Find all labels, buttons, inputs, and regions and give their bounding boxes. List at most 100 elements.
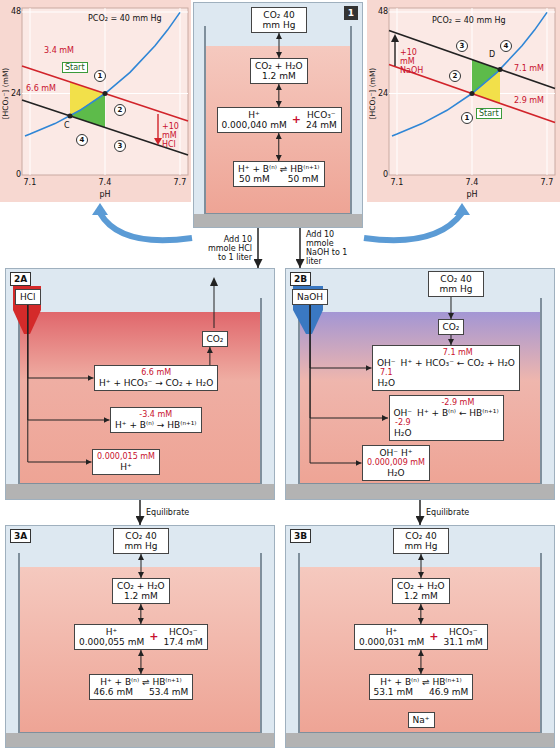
beaker-part xyxy=(285,733,555,748)
connector-arrow xyxy=(278,133,279,161)
box-text: 50 mM xyxy=(287,174,320,184)
box-text: H⁺ + B⁽ⁿ⁾ → HB⁽ⁿ⁺¹⁾ xyxy=(115,420,197,430)
graph-label: 24 xyxy=(11,89,21,98)
graph-left-part-part xyxy=(115,141,126,152)
reaction-box: H⁺0.000,040 mM+HCO₃⁻24 mM xyxy=(217,107,342,133)
box-text: 1.2 mM xyxy=(117,591,165,601)
graph-right-part xyxy=(470,91,475,96)
beaker-panel: 1CO₂ 40 mm HgCO₂ + H₂O1.2 mMH⁺0.000,040 … xyxy=(193,2,363,228)
box-text: CO₂ xyxy=(207,334,224,344)
graph-label: PCO₂ = 40 mm Hg xyxy=(432,16,506,25)
plus-sign: + xyxy=(292,115,301,125)
box-text: H⁺ + B⁽ⁿ⁾ ← HB⁽ⁿ⁺¹⁾ xyxy=(417,408,499,418)
reaction-box: CO₂ 40 mm Hg xyxy=(113,528,169,554)
reaction-box: H⁺0.000,031 mM+HCO₃⁻31.1 mM xyxy=(354,624,488,650)
graph-label: 24 xyxy=(378,89,388,98)
beaker xyxy=(285,525,555,748)
callout-number: 4 xyxy=(80,136,85,145)
reaction-box: 7.1 mMOH⁻H⁺ + HCO₃⁻ ← CO₂ + H₂O7.1H₂O xyxy=(372,345,520,391)
beaker-part xyxy=(19,553,261,733)
graph-left-part xyxy=(103,91,108,96)
graph-label: [HCO₃⁻] (mM) xyxy=(1,67,10,119)
box-text: 0.000,031 mM xyxy=(359,637,424,647)
box-text: 53.4 mM xyxy=(149,687,188,697)
callout-number: 3 xyxy=(118,142,123,151)
edge-label: Add 10 mmole NaOH to 1 liter xyxy=(306,230,358,266)
box-text: H⁺ + HCO₃⁻ ← CO₂ + H₂O xyxy=(401,358,515,368)
connector-arrow xyxy=(140,650,141,674)
graph-label: 7.1 xyxy=(391,178,404,187)
beaker xyxy=(193,2,363,228)
beaker xyxy=(5,525,275,748)
box-text: 6.6 mM xyxy=(99,368,213,378)
callout-number: 2 xyxy=(453,72,458,81)
beaker-panel: 3BCO₂ 40 mm HgCO₂ + H₂O1.2 mMH⁺0.000,031… xyxy=(285,525,555,748)
graph-right xyxy=(367,0,560,202)
box-text: 1.2 mM xyxy=(397,591,445,601)
beaker-part xyxy=(285,484,555,500)
reaction-box: -3.4 mMH⁺ + B⁽ⁿ⁾ → HB⁽ⁿ⁺¹⁾ xyxy=(110,407,202,433)
connector-arrow xyxy=(28,305,94,378)
beaker-part xyxy=(5,268,275,500)
graph-label: +10 mM NaOH xyxy=(400,48,430,75)
box-text: -2.9 mM xyxy=(417,398,499,408)
graph-label: D xyxy=(489,50,495,59)
beaker-part xyxy=(300,567,540,733)
beaker-part xyxy=(299,553,541,733)
beaker-part xyxy=(205,26,351,214)
box-text: CO₂ 40 mm Hg xyxy=(433,274,479,294)
box-text: OH⁻ xyxy=(394,408,413,418)
reaction-box: 6.6 mMH⁺ + HCO₃⁻ → CO₂ + H₂O xyxy=(94,365,218,391)
flow-arrow-part xyxy=(364,213,462,240)
beaker-part xyxy=(285,525,555,748)
flow-arrow-part xyxy=(454,203,470,215)
box-text: H₂O xyxy=(367,468,425,478)
box-text: CO₂ + H₂O xyxy=(397,581,445,591)
graph-label: C xyxy=(64,121,70,130)
box-text: HCO₃⁻ xyxy=(443,627,482,637)
graph-right-part xyxy=(367,0,560,202)
graph-right-part xyxy=(389,8,555,175)
beaker-panel: 3ACO₂ 40 mm HgCO₂ + H₂O1.2 mMH⁺0.000,055… xyxy=(5,525,275,748)
box-text: H⁺ + HCO₃⁻ → CO₂ + H₂O xyxy=(99,378,213,388)
box-text: H⁺ + B⁽ⁿ⁾ ⇌ HB⁽ⁿ⁺¹⁾ xyxy=(374,677,469,687)
reaction-box: CO₂ 40 mm Hg xyxy=(393,528,449,554)
connector-arrow xyxy=(141,554,142,578)
graph-label: 7.4 xyxy=(99,178,112,187)
edge-label: Add 10 mmole HCl to 1 liter xyxy=(200,235,252,262)
reaction-box: HCl xyxy=(15,289,41,305)
reaction-box: -2.9 mMOH⁻H⁺ + B⁽ⁿ⁾ ← HB⁽ⁿ⁺¹⁾-2.9H₂O xyxy=(389,395,504,441)
beaker-part xyxy=(20,312,260,484)
graph-right-part xyxy=(391,34,399,42)
connector-arrow xyxy=(209,347,210,365)
beaker xyxy=(285,268,555,500)
graph-label: +10 mM HCl xyxy=(162,122,190,149)
reaction-box: OH⁻ H⁺0.000,009 mMH₂O xyxy=(362,445,430,481)
box-text: -2.9 xyxy=(394,418,413,428)
box-text: H₂O xyxy=(377,378,396,388)
graph-label: 7.1 xyxy=(24,178,37,187)
graph-left-part xyxy=(0,0,191,202)
graph-left-part-part xyxy=(77,135,88,146)
graph-left-part xyxy=(22,8,188,175)
graph-left-part xyxy=(68,114,73,119)
graph-left-part xyxy=(157,114,158,139)
graph-left-part xyxy=(22,8,188,175)
reaction-box: CO₂ 40 mm Hg xyxy=(251,7,307,33)
connector-arrow xyxy=(28,305,110,420)
box-text: 46.9 mM xyxy=(429,687,468,697)
flow-arrow-part xyxy=(100,213,192,240)
box-text: CO₂ 40 mm Hg xyxy=(256,10,302,30)
callout-number: 2B xyxy=(290,272,311,286)
box-text: H⁺ xyxy=(359,627,424,637)
plus-sign: + xyxy=(149,632,158,642)
flow-arrow-part xyxy=(92,203,108,215)
graph-right-part-part xyxy=(450,71,461,82)
graph-right-part xyxy=(394,41,395,66)
graph-label: 3.4 mM xyxy=(44,46,74,55)
graph-right-part xyxy=(498,67,503,72)
connector-arrow xyxy=(257,228,259,268)
beaker xyxy=(5,268,275,500)
box-text: 53.1 mM xyxy=(374,687,413,697)
beaker-part xyxy=(5,484,275,500)
